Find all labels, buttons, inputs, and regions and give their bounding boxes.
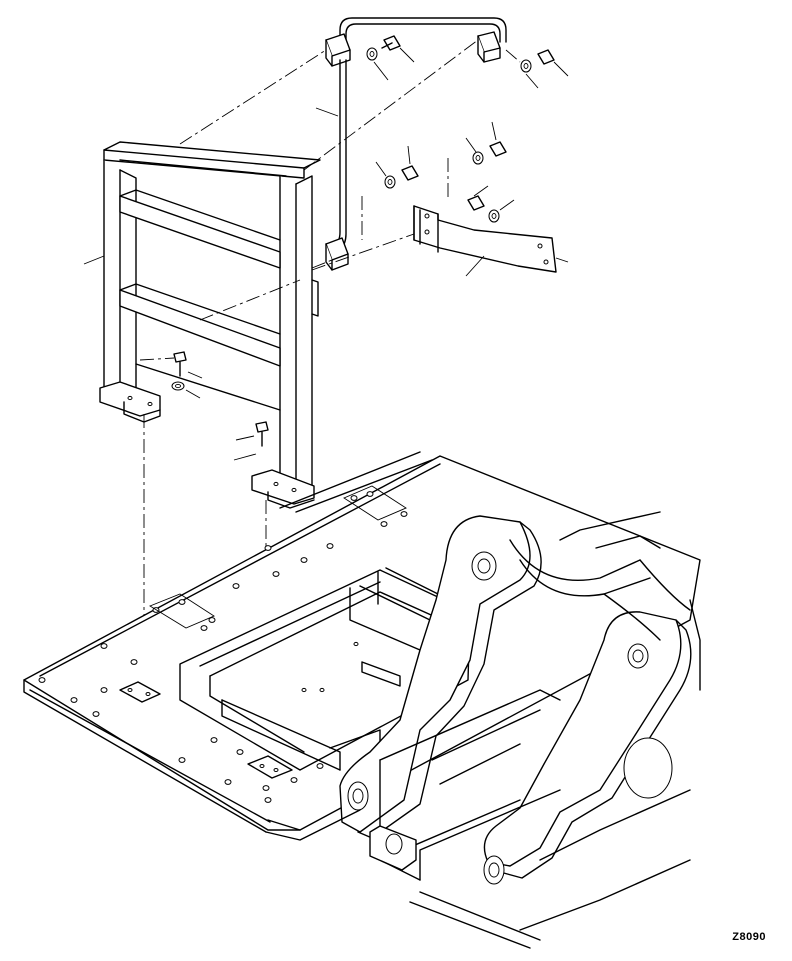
frame-leader [83,255,105,265]
deck-rear-edge [265,809,541,949]
figure-code-label: Z8090 [732,931,766,943]
guard-frame [83,141,321,509]
handrail-tube [315,17,507,271]
foot-bolts [171,351,269,461]
mounting-bracket-plate [413,205,569,277]
bolt-washer-set-top [366,35,569,89]
bracket-leader [465,255,485,277]
boom-mount-structure [339,511,701,931]
base-frame [23,451,701,833]
handrail-leader [315,107,339,117]
bolt-washer-set-middle [375,121,515,223]
